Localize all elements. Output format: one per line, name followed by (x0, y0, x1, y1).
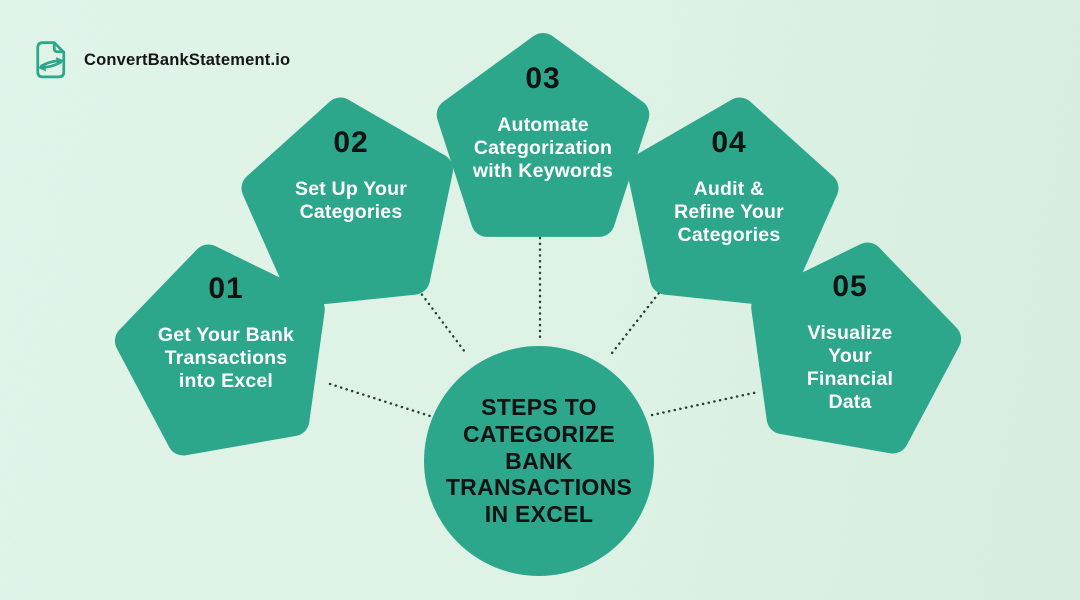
step-1: 01 Get Your Bank Transactions into Excel (106, 240, 346, 480)
step-5: 05 Visualize Your Financial Data (730, 238, 970, 478)
step-label-2: Set Up Your Categories (294, 178, 407, 223)
convert-document-icon (36, 41, 66, 79)
brand-logo: ConvertBankStatement.io (30, 38, 290, 82)
step-label-1: Get Your Bank Transactions into Excel (157, 324, 295, 392)
pentagon-shape-2 (241, 97, 454, 307)
pentagon-shape-4 (626, 97, 839, 307)
center-circle: STEPS TO CATEGORIZE BANK TRANSACTIONS IN… (424, 346, 654, 576)
center-title: STEPS TO CATEGORIZE BANK TRANSACTIONS IN… (445, 393, 633, 528)
step-number-1: 01 (208, 272, 244, 305)
brand-name: ConvertBankStatement.io (84, 50, 291, 69)
pentagon-shape-3 (436, 33, 650, 237)
step-label-5: Visualize Your Financial Data (806, 322, 894, 413)
step-number-4: 04 (711, 126, 747, 159)
connector-step-5 (650, 390, 760, 417)
step-number-2: 02 (333, 126, 369, 159)
step-label-3: Automate Categorization with Keywords (472, 114, 614, 182)
connector-step-2 (406, 274, 467, 354)
step-label-4: Audit & Refine Your Categories (674, 178, 784, 246)
step-4: 04 Audit & Refine Your Categories (609, 94, 849, 334)
connector-step-1 (328, 382, 432, 418)
step-number-5: 05 (832, 270, 868, 303)
step-2: 02 Set Up Your Categories (231, 94, 471, 334)
step-number-3: 03 (525, 62, 561, 95)
step-3: 03 Automate Categorization with Keywords (423, 30, 663, 270)
pentagon-shape-5 (751, 242, 962, 454)
